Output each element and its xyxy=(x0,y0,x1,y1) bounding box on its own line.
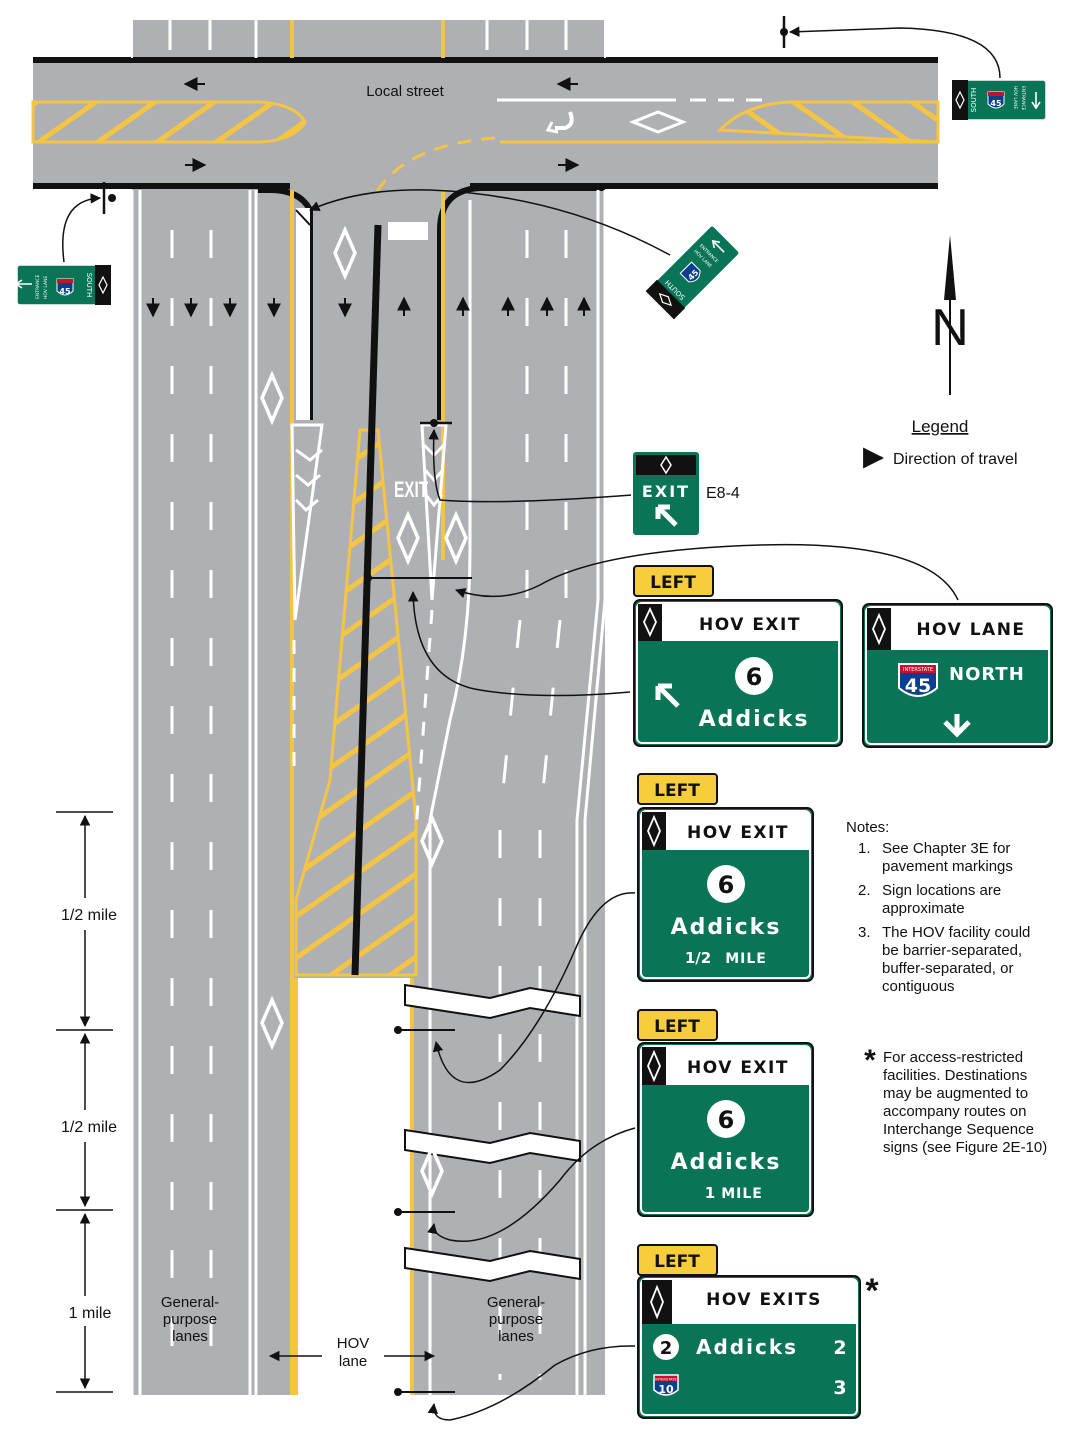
gp-lanes-right-label: General- xyxy=(487,1294,545,1311)
left-tab-2: LEFT xyxy=(637,773,718,805)
pavement-exit-word: EXIT xyxy=(394,478,429,502)
hov-exits-sign: HOV EXITS 2 Addicks 2 INTERSTATE 10 3 xyxy=(637,1275,861,1419)
svg-text:2: 2 xyxy=(660,1338,673,1359)
svg-text:45: 45 xyxy=(905,675,931,697)
hov-exit-header: HOV EXIT xyxy=(699,615,801,635)
left-tab-3: LEFT xyxy=(637,1009,718,1041)
svg-text:Addicks: Addicks xyxy=(696,1335,798,1359)
left-tab-1: LEFT xyxy=(633,565,714,597)
svg-text:SOUTH: SOUTH xyxy=(970,88,978,113)
svg-text:contiguous: contiguous xyxy=(882,978,955,995)
asterisk-marker: * xyxy=(865,1272,879,1310)
north-label: N xyxy=(931,299,969,357)
svg-text:6: 6 xyxy=(718,1106,735,1134)
interstate-10-shield-icon: INTERSTATE 10 xyxy=(653,1374,679,1396)
svg-text:purpose: purpose xyxy=(489,1311,543,1328)
svg-text:6: 6 xyxy=(718,871,735,899)
gp-lanes-left-label: General- xyxy=(161,1294,219,1311)
svg-text:LEFT: LEFT xyxy=(654,1252,700,1272)
svg-text:Sign locations are: Sign locations are xyxy=(882,882,1001,899)
hov-lane-label: HOV xyxy=(337,1335,370,1352)
svg-text:MILE: MILE xyxy=(721,1186,763,1202)
entrance-sign-ramp: SOUTH 45 HOV LANE ENTRANCE xyxy=(645,225,740,320)
entrance-sign-topright: SOUTH 45 HOV LANE ENTRANCE xyxy=(951,79,1047,121)
roadway: EXIT Local street xyxy=(31,20,940,1395)
svg-text:HOV EXIT: HOV EXIT xyxy=(687,1058,789,1078)
svg-text:2: 2 xyxy=(833,1337,846,1359)
svg-text:For access-restricted: For access-restricted xyxy=(883,1049,1023,1066)
legend-title: Legend xyxy=(912,417,969,436)
svg-text:3: 3 xyxy=(833,1377,846,1399)
svg-text:45: 45 xyxy=(59,287,71,296)
distance-label-half-mile-1: 1/2 mile xyxy=(61,907,117,924)
svg-text:1.: 1. xyxy=(858,840,871,857)
svg-text:signs (see Figure 2E-10): signs (see Figure 2E-10) xyxy=(883,1139,1047,1156)
svg-text:LEFT: LEFT xyxy=(650,573,696,593)
svg-text:may be augmented to: may be augmented to xyxy=(883,1085,1028,1102)
notes-title: Notes: xyxy=(846,819,889,836)
local-street-label: Local street xyxy=(366,83,444,100)
interstate-45-shield-icon: INTERSTATE 45 xyxy=(898,663,938,697)
entrance-sign-left: SOUTH 45 HOV LANE ENTRANCE xyxy=(14,264,112,306)
svg-text:accompany routes on: accompany routes on xyxy=(883,1103,1026,1120)
svg-text:approximate: approximate xyxy=(882,900,965,917)
svg-text:3.: 3. xyxy=(858,924,871,941)
svg-text:pavement markings: pavement markings xyxy=(882,858,1013,875)
north-arrow: N xyxy=(931,235,969,395)
svg-text:lanes: lanes xyxy=(498,1328,534,1345)
svg-text:2.: 2. xyxy=(858,882,871,899)
svg-text:lanes: lanes xyxy=(172,1328,208,1345)
hov-exit-sign-half-mile: HOV EXIT 6 Addicks 1/2 MILE xyxy=(637,807,814,982)
svg-text:INTERSTATE: INTERSTATE xyxy=(655,1378,677,1382)
svg-text:facilities. Destinations: facilities. Destinations xyxy=(883,1067,1027,1084)
hov-lane-direction: NORTH xyxy=(949,664,1025,685)
svg-text:*: * xyxy=(864,1044,876,1077)
exit-sign-e8-4: EXIT xyxy=(631,450,701,537)
hov-lane-sign: HOV LANE INTERSTATE 45 NORTH xyxy=(862,603,1053,748)
svg-text:buffer-separated, or: buffer-separated, or xyxy=(882,960,1013,977)
svg-text:HOV LANE: HOV LANE xyxy=(1012,86,1018,109)
exit-destination: Addicks xyxy=(699,707,810,732)
svg-text:Interchange Sequence: Interchange Sequence xyxy=(883,1121,1034,1138)
svg-text:1: 1 xyxy=(705,1184,715,1202)
hov-lane-header: HOV LANE xyxy=(916,620,1025,640)
svg-text:See Chapter 3E for: See Chapter 3E for xyxy=(882,840,1010,857)
legend: Legend Direction of travel xyxy=(863,417,1018,469)
svg-text:purpose: purpose xyxy=(163,1311,217,1328)
legend-arrow-text: Direction of travel xyxy=(893,451,1018,468)
hov-exit-sign-one-mile: HOV EXIT 6 Addicks 1 MILE xyxy=(637,1042,814,1217)
notes: Notes: 1. See Chapter 3E for pavement ma… xyxy=(846,819,1047,1156)
svg-text:LEFT: LEFT xyxy=(654,781,700,801)
svg-text:Addicks: Addicks xyxy=(671,1150,782,1175)
svg-text:45: 45 xyxy=(990,99,1002,108)
svg-text:LEFT: LEFT xyxy=(654,1017,700,1037)
distance-label-one-mile: 1 mile xyxy=(69,1305,112,1322)
svg-text:ENTRANCE: ENTRANCE xyxy=(1020,86,1026,110)
svg-text:SOUTH: SOUTH xyxy=(85,273,93,298)
svg-text:10: 10 xyxy=(658,1383,674,1396)
distance-label-half-mile-2: 1/2 mile xyxy=(61,1119,117,1136)
sign-code-label: E8-4 xyxy=(706,485,740,502)
hov-exit-sign-gore: HOV EXIT 6 Addicks xyxy=(633,599,843,747)
distance-dimensions xyxy=(56,811,113,1393)
svg-text:HOV EXIT: HOV EXIT xyxy=(687,823,789,843)
svg-text:be barrier-separated,: be barrier-separated, xyxy=(882,942,1022,959)
left-tab-4: LEFT xyxy=(637,1244,718,1276)
svg-text:Addicks: Addicks xyxy=(671,915,782,940)
svg-text:lane: lane xyxy=(339,1353,367,1370)
exit-number: 6 xyxy=(746,663,763,691)
leader-lines xyxy=(62,16,1001,1421)
svg-text:HOV LANE: HOV LANE xyxy=(43,276,49,299)
svg-text:HOV EXITS: HOV EXITS xyxy=(706,1290,822,1310)
svg-text:The HOV facility could: The HOV facility could xyxy=(882,924,1030,941)
svg-text:MILE: MILE xyxy=(725,951,767,967)
svg-text:ENTRANCE: ENTRANCE xyxy=(35,275,41,299)
exit-sign-text: EXIT xyxy=(642,482,690,501)
svg-text:1/2: 1/2 xyxy=(685,949,711,967)
svg-text:INTERSTATE: INTERSTATE xyxy=(903,667,933,673)
